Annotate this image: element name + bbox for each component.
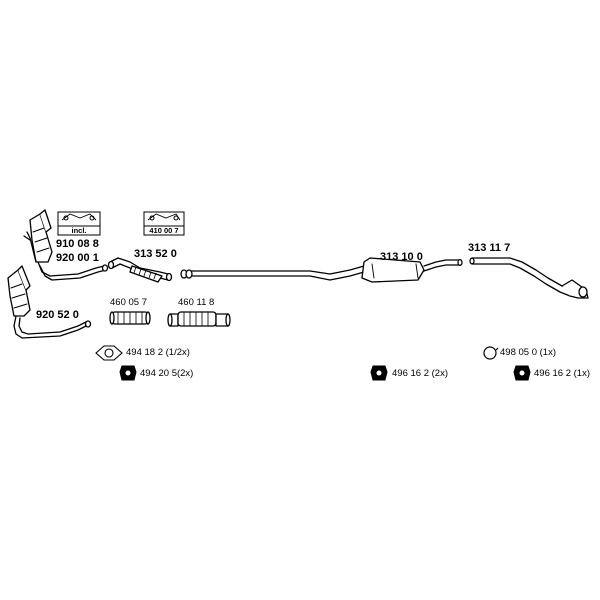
gasket-icon <box>95 345 123 361</box>
part-catalyst-upper-b-label: 920 00 1 <box>56 252 99 264</box>
part-ring-c-label: 498 05 0 (1x) <box>500 348 556 358</box>
rubber-mount-icon <box>370 365 388 381</box>
flex-pipe-b <box>167 311 231 327</box>
middle-pipe <box>191 265 365 281</box>
part-front-pipe-label: 313 52 0 <box>134 248 177 260</box>
mounting-kit-icon <box>143 211 185 236</box>
catalyst-upper-part <box>23 209 109 281</box>
part-catalyst-lower-label: 920 52 0 <box>36 309 79 321</box>
part-qty: (1x) <box>539 347 556 358</box>
flex-pipe-a <box>109 311 151 325</box>
ring-icon <box>483 346 499 360</box>
rubber-mount-icon <box>513 365 531 381</box>
part-gasket-a-label: 494 18 2 (1/2x) <box>126 348 190 358</box>
part-flex-pipe-a-label: 460 05 7 <box>110 297 147 308</box>
middle-silencer-body <box>361 257 463 283</box>
part-qty: (2x) <box>431 368 448 379</box>
pipe-coupling <box>180 269 193 279</box>
part-flex-pipe-b-label: 460 11 8 <box>178 297 215 308</box>
front-pipe <box>107 257 173 283</box>
rubber-mount-icon <box>119 365 137 381</box>
part-number: 496 16 2 <box>392 368 429 379</box>
part-qty: (1x) <box>573 368 590 379</box>
mounting-kit-icon <box>57 211 101 236</box>
part-rubber-mount-a-label: 494 20 5(2x) <box>140 369 193 379</box>
part-rubber-mount-d-label: 496 16 2 (1x) <box>534 369 590 379</box>
catalyst-lower-part <box>7 265 92 339</box>
part-number: 494 18 2 <box>126 347 163 358</box>
part-qty: (2x) <box>176 368 194 379</box>
part-number: 498 05 0 <box>500 347 537 358</box>
part-catalyst-upper-label: 910 08 8 <box>56 238 99 250</box>
part-rubber-mount-b-label: 496 16 2 (2x) <box>392 369 448 379</box>
part-middle-silencer-label: 313 10 0 <box>380 251 423 263</box>
part-qty: (1/2x) <box>165 347 190 358</box>
part-number: 494 20 5 <box>140 368 177 379</box>
part-rear-silencer-label: 313 11 7 <box>468 242 511 254</box>
rear-silencer-body <box>469 257 589 299</box>
kit-incl-label: incl. <box>71 226 87 235</box>
kit-410-label: 410 00 7 <box>149 226 179 235</box>
part-number: 496 16 2 <box>534 368 571 379</box>
